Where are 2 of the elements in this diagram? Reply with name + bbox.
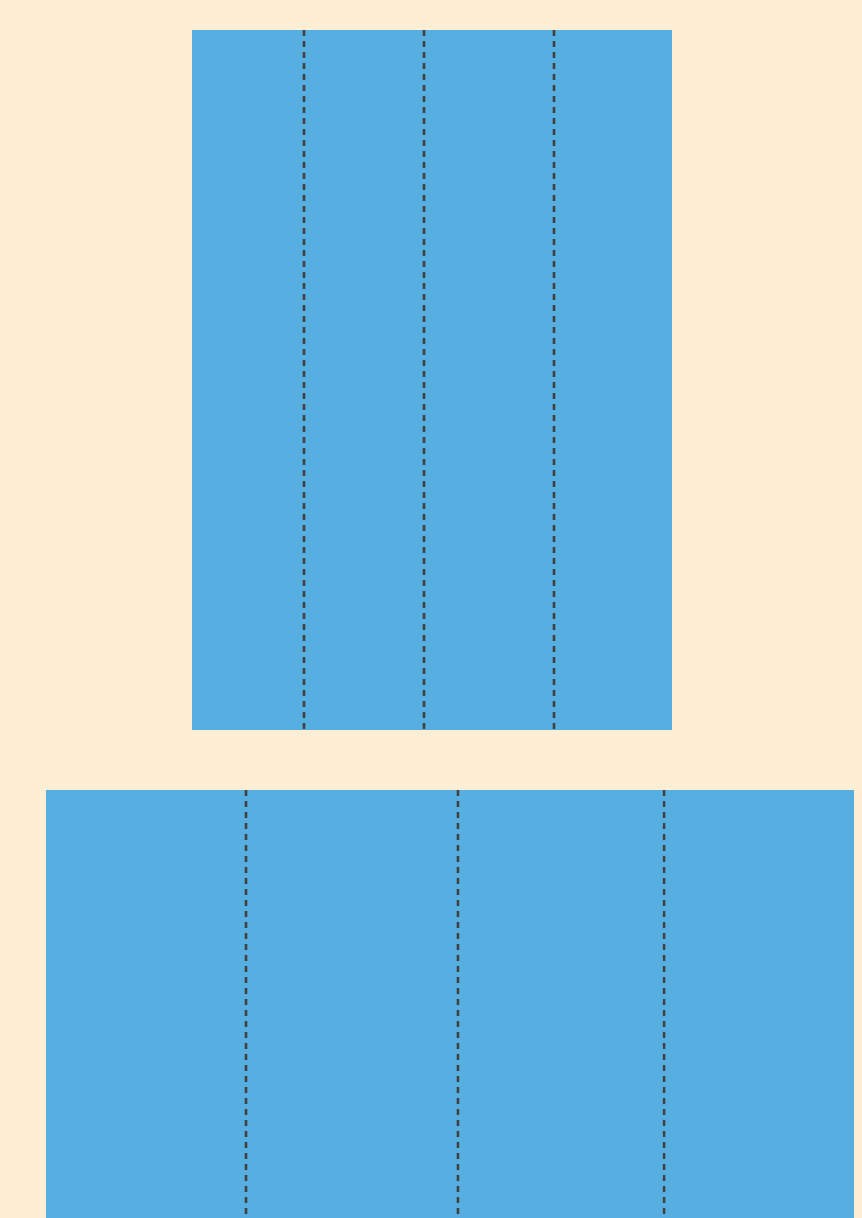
folded-sheet — [192, 30, 672, 730]
folded-sheet — [46, 790, 854, 1218]
